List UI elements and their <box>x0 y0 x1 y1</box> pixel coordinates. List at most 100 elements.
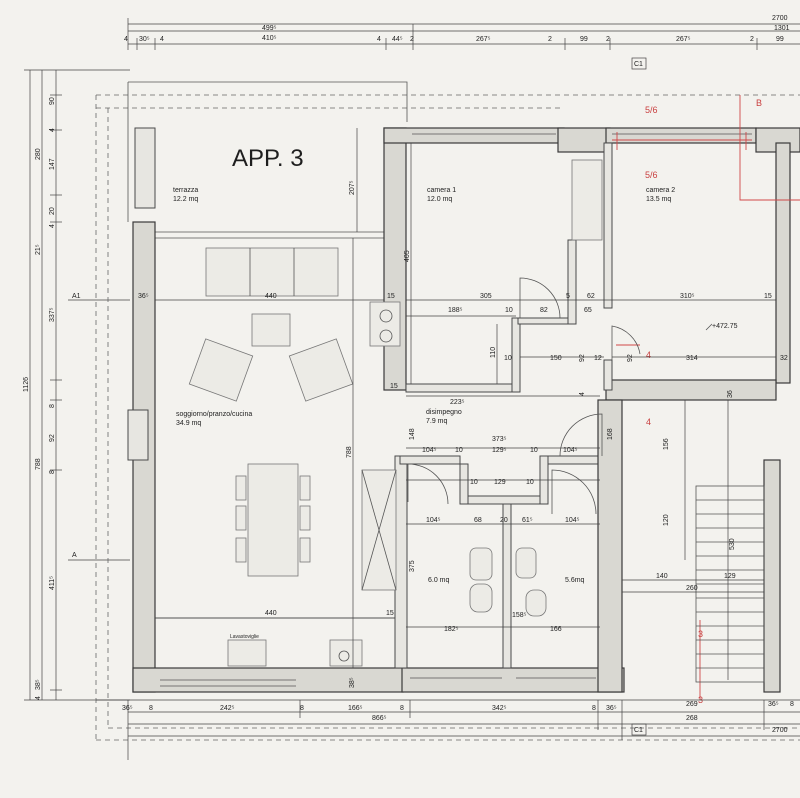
dim-top-267a: 267⁵ <box>476 36 491 43</box>
dim-inner-188: 188⁵ <box>448 307 463 314</box>
dim-left-411: 411⁵ <box>49 576 56 590</box>
room-area-bagno1: 6.0 mq <box>428 577 450 584</box>
dim-inner-150: 150 <box>550 355 562 362</box>
dim-left-20: 20 <box>49 207 56 215</box>
dim-inner-120: 120 <box>663 514 670 526</box>
dim-bottom-269: 269 <box>686 701 698 708</box>
dim-inner-10e: 10 <box>470 479 478 486</box>
walls <box>132 127 800 693</box>
dim-inner-82: 82 <box>540 307 548 314</box>
dim-inner-788v: 788 <box>346 446 353 458</box>
dim-bottom-342: 342⁵ <box>492 705 507 712</box>
apartment-title: APP. 3 <box>232 145 304 172</box>
dim-top-4c: 4 <box>377 36 381 43</box>
dim-inner-92a: 92 <box>579 354 586 362</box>
room-area-camera1: 12.0 mq <box>427 196 452 203</box>
dim-terrace-207: 207⁵ <box>349 180 356 195</box>
dim-inner-10f: 10 <box>526 479 534 486</box>
dim-inner-182: 182⁵ <box>444 626 459 633</box>
dim-inner-260: 260 <box>686 585 698 592</box>
dim-top-30: 30⁵ <box>139 36 150 43</box>
dim-bottom-8c: 8 <box>400 705 404 712</box>
dim-top-1301: 1301 <box>774 25 790 32</box>
dim-left-92: 92 <box>49 434 56 442</box>
dim-inner-61: 61⁵ <box>522 517 533 524</box>
dim-inner-440a: 440 <box>265 293 277 300</box>
dim-top-99b: 99 <box>776 36 784 43</box>
dim-bottom-36a: 36⁵ <box>122 705 133 712</box>
dim-inner-4: 4 <box>579 392 586 396</box>
dim-left-337: 337⁵ <box>49 307 56 322</box>
dim-bottom-36b: 36⁵ <box>606 705 617 712</box>
terrace-area <box>127 81 408 239</box>
dim-inner-314: 314 <box>686 355 698 362</box>
room-name-soggiorno: soggiorno/pranzo/cucina <box>176 411 252 418</box>
windows <box>127 133 752 687</box>
dim-top-410: 410⁵ <box>262 35 277 42</box>
axis-b-label: B <box>756 98 762 108</box>
dim-inner-10b: 10 <box>504 355 512 362</box>
dim-inner-373: 373⁵ <box>492 436 507 443</box>
dim-inner-158: 158⁵ <box>512 612 527 619</box>
dim-left-21: 21⁵ <box>35 244 42 255</box>
dim-inner-530: 530 <box>729 538 736 550</box>
dim-inner-405: 405 <box>404 250 411 262</box>
dim-inner-36v: 36 <box>727 390 734 398</box>
dim-top-2a: 2 <box>410 36 414 43</box>
dim-bottom-36c: 36⁵ <box>768 701 779 708</box>
dim-bottom-166: 166⁵ <box>348 705 363 712</box>
dim-inner-223: 223⁵ <box>450 399 465 406</box>
dim-top-2c: 2 <box>606 36 610 43</box>
dim-bottom-8e: 8 <box>790 701 794 708</box>
dim-inner-5: 5 <box>566 293 570 300</box>
dim-left-8b: 8 <box>49 470 56 474</box>
dim-inner-104a: 104⁵ <box>422 447 437 454</box>
dim-inner-10a: 10 <box>505 307 513 314</box>
red-annotations <box>612 95 800 700</box>
dim-inner-440b: 440 <box>265 610 277 617</box>
dim-left-90: 90 <box>49 97 56 105</box>
room-area-terrazza: 12.2 mq <box>173 196 198 203</box>
dim-inner-305: 305 <box>480 293 492 300</box>
dim-inner-10d: 10 <box>530 447 538 454</box>
door-type-3a: 3 <box>698 629 703 639</box>
dim-inner-166: 166 <box>550 626 562 633</box>
room-name-camera2: camera 2 <box>646 187 675 194</box>
dim-inner-32: 32 <box>780 355 788 362</box>
label-lavastoviglie: Lavastoviglie <box>230 634 259 640</box>
dim-inner-36: 36⁵ <box>138 293 149 300</box>
dim-left-788: 788 <box>35 458 42 470</box>
dim-top-44: 44⁵ <box>392 36 403 43</box>
dim-inner-168: 168 <box>607 428 614 440</box>
dim-left-4b: 4 <box>49 224 56 228</box>
inner-dimension-lines <box>155 143 776 680</box>
dim-inner-110: 110 <box>490 347 497 358</box>
dim-left-8a: 8 <box>49 404 56 408</box>
dim-inner-10c: 10 <box>455 447 463 454</box>
dim-top-499: 499⁵ <box>262 25 277 32</box>
dim-top-4b: 4 <box>160 36 164 43</box>
dim-inner-68: 68 <box>474 517 482 524</box>
axis-a1-label: A1 <box>72 293 81 300</box>
dim-left-4a: 4 <box>49 128 56 132</box>
dim-inner-38: 38⁵ <box>349 677 356 688</box>
dim-top-2b: 2 <box>548 36 552 43</box>
door-swings <box>407 277 641 515</box>
dim-inner-15a: 15 <box>387 293 395 300</box>
door-type-4b: 4 <box>646 417 651 427</box>
room-name-terrazza: terrazza <box>173 187 198 194</box>
room-area-camera2: 13.5 mq <box>646 196 671 203</box>
room-area-bagno2: 5.6mq <box>565 577 585 584</box>
dim-inner-15d: 15 <box>386 610 394 617</box>
dim-inner-148: 148 <box>409 428 416 440</box>
room-name-disimpegno: disimpegno <box>426 409 462 416</box>
dim-inner-156: 156 <box>663 438 670 450</box>
dim-inner-104d: 104⁵ <box>565 517 580 524</box>
dim-left-280: 280 <box>35 148 42 160</box>
dim-top-99: 99 <box>580 36 588 43</box>
dim-inner-92b: 92 <box>627 354 634 362</box>
door-type-56-top: 5/6 <box>645 105 658 115</box>
dim-inner-20: 20 <box>500 517 508 524</box>
dim-inner-12: 12 <box>594 355 602 362</box>
